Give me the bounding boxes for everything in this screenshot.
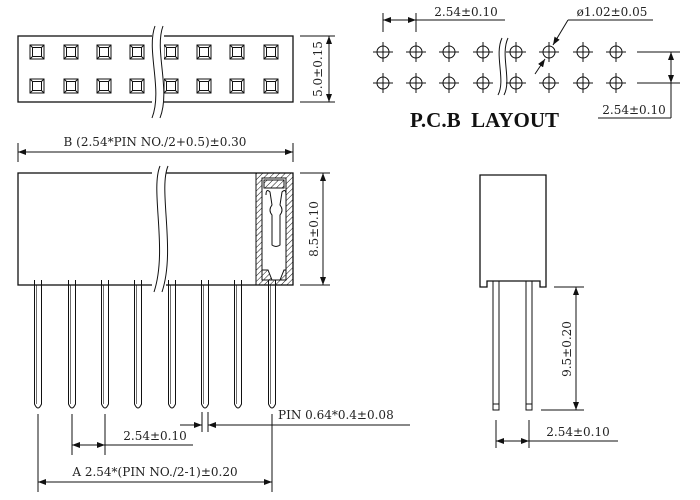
- pcb-pitch-dim-vertical: 2.54±0.10: [602, 103, 666, 117]
- socket-hole: [163, 44, 179, 60]
- socket-hole: [29, 44, 45, 60]
- top-height-dim: 5.0±0.15: [311, 41, 325, 97]
- top-width-dim: B (2.54*PIN NO./2+0.5)±0.30: [64, 135, 247, 149]
- socket-hole: [63, 44, 79, 60]
- pins: [34, 280, 276, 409]
- pcb-hole: [506, 73, 526, 93]
- pcb-break-line: [497, 37, 509, 96]
- socket-hole: [129, 78, 145, 94]
- front-pitch-dim: 2.54±0.10: [123, 429, 187, 443]
- pcb-hole: [473, 42, 493, 62]
- pin: [201, 280, 209, 409]
- break-line: [151, 25, 165, 119]
- pin-length-dim: 9.5±0.20: [560, 321, 574, 377]
- pin: [34, 280, 42, 409]
- pcb-hole: [373, 73, 393, 93]
- pin-size-dim: PIN 0.64*0.4±0.08: [278, 408, 394, 422]
- socket-hole: [196, 78, 212, 94]
- pcb-hole: [539, 73, 559, 93]
- pcb-holes: [373, 42, 626, 93]
- front-view: 8.5±0.10 2.54±0.10 PIN 0.64*0.4±0.08 A 2…: [17, 165, 410, 492]
- pcb-hole-dim: ø1.02±0.05: [577, 5, 648, 19]
- side-view: 9.5±0.20 2.54±0.10: [479, 174, 618, 448]
- pcb-hole: [573, 73, 593, 93]
- pcb-hole: [539, 42, 559, 62]
- socket-hole: [196, 44, 212, 60]
- pcb-hole: [606, 42, 626, 62]
- pin: [234, 280, 242, 409]
- side-body: [479, 174, 547, 288]
- socket-hole: [263, 78, 279, 94]
- pcb-layout: 2.54±0.10 ø1.02±0.05 2.54±0.10 P.C.B LAY…: [373, 5, 680, 132]
- front-height-dim: 8.5±0.10: [307, 201, 321, 257]
- pin: [134, 280, 142, 409]
- pin: [68, 280, 76, 409]
- socket-hole: [229, 78, 245, 94]
- front-break-line: [153, 165, 169, 293]
- socket-hole: [29, 78, 45, 94]
- pcb-hole: [406, 73, 426, 93]
- pcb-hole: [473, 73, 493, 93]
- pcb-hole: [573, 42, 593, 62]
- pcb-pitch-dim-horizontal: 2.54±0.10: [434, 5, 498, 19]
- contact-cross-section: [255, 172, 294, 286]
- pcb-hole: [606, 73, 626, 93]
- socket-hole: [229, 44, 245, 60]
- socket-hole: [63, 78, 79, 94]
- socket-hole: [163, 78, 179, 94]
- row-pitch-dim: 2.54±0.10: [546, 425, 610, 439]
- pcb-hole: [439, 73, 459, 93]
- side-pin-1: [492, 280, 500, 411]
- socket-hole: [263, 44, 279, 60]
- socket-hole: [96, 78, 112, 94]
- top-view: 5.0±0.15 B (2.54*PIN NO./2+0.5)±0.30: [17, 25, 335, 162]
- socket-holes: [29, 44, 279, 94]
- pcb-hole: [439, 42, 459, 62]
- pin: [101, 280, 109, 409]
- pcb-hole: [406, 42, 426, 62]
- pcb-hole: [506, 42, 526, 62]
- pcb-layout-title: P.C.B LAYOUT: [410, 108, 559, 132]
- span-dim: A 2.54*(PIN NO./2-1)±0.20: [71, 465, 237, 479]
- pcb-hole: [373, 42, 393, 62]
- pin: [168, 280, 176, 409]
- socket-hole: [129, 44, 145, 60]
- socket-hole: [96, 44, 112, 60]
- side-pin-2: [525, 280, 533, 411]
- pin: [268, 280, 276, 409]
